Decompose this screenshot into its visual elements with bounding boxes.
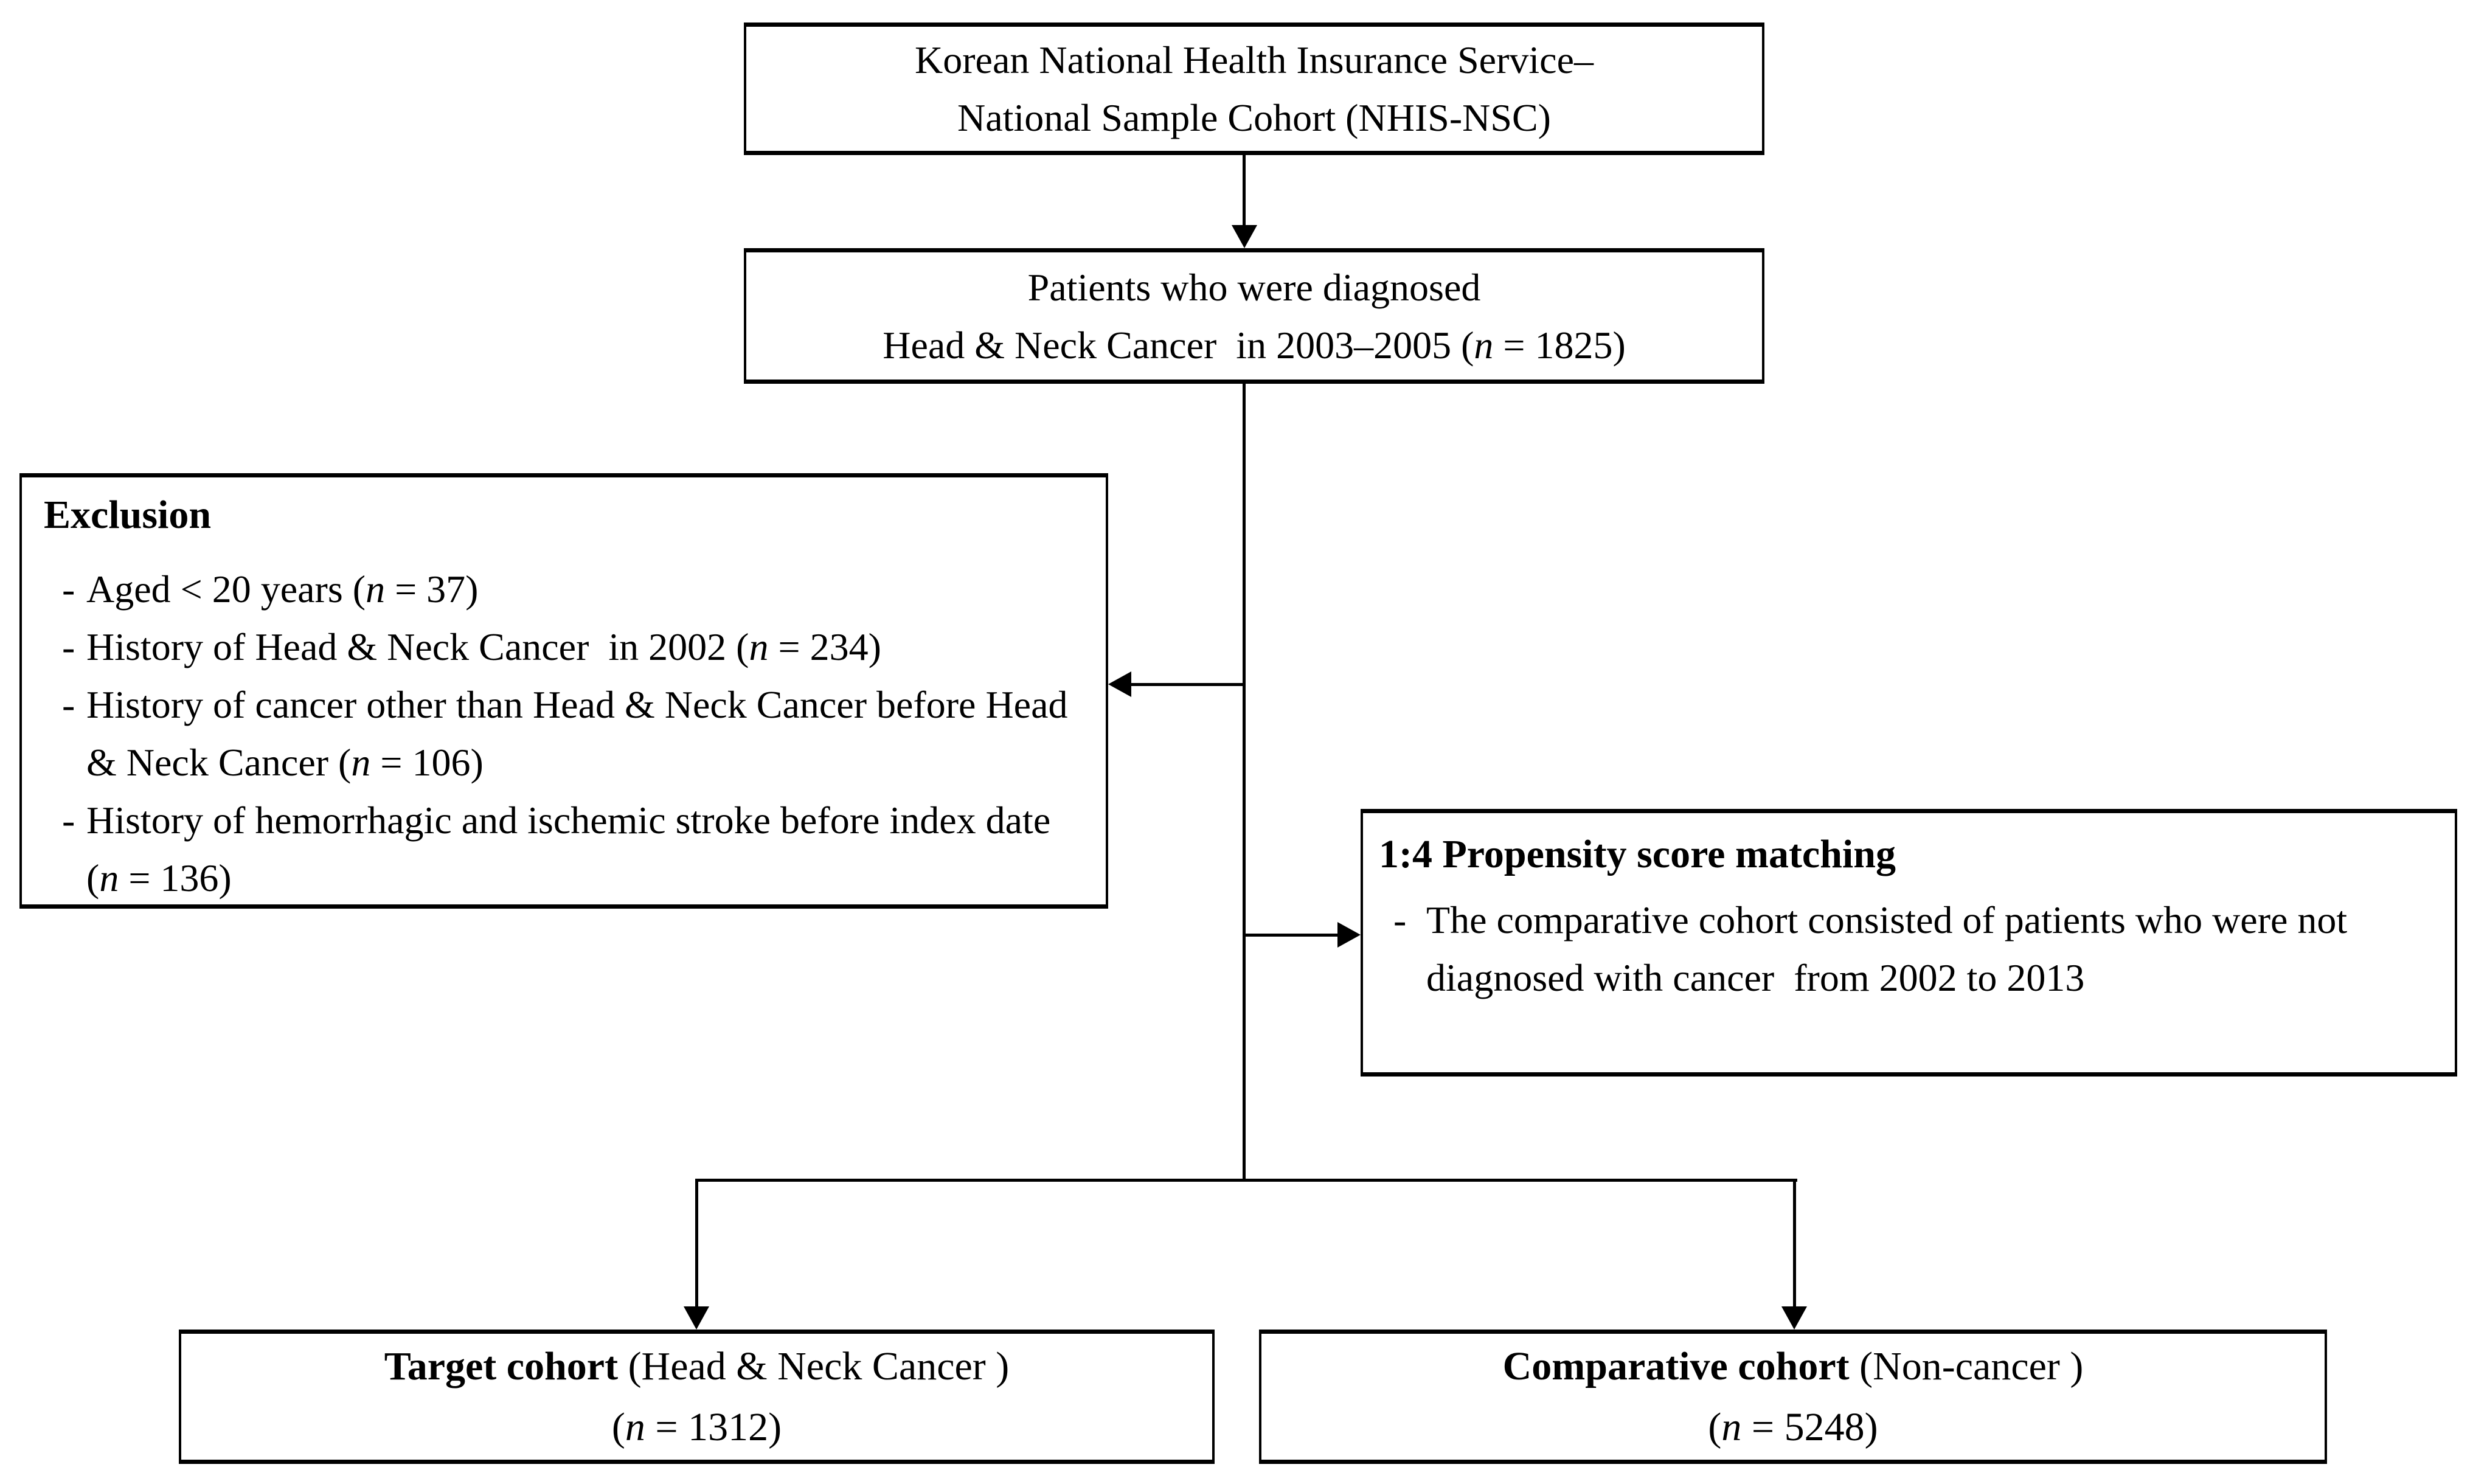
connector-to-matching — [1243, 934, 1339, 937]
arrowhead-down-icon — [684, 1306, 709, 1330]
arrowhead-left-icon — [1108, 671, 1131, 697]
target-cohort-detail: (Head & Neck Cancer ) — [618, 1344, 1010, 1389]
diagnosed-patients-box: Patients who were diagnosed Head & Neck … — [744, 248, 1764, 384]
arrowhead-down-icon — [1232, 225, 1257, 248]
matching-item-text: The comparative cohort consisted of pati… — [1426, 898, 2357, 999]
exclusion-title: Exclusion — [44, 493, 212, 537]
bullet-dash: - — [62, 567, 75, 611]
exclusion-item-text: History of hemorrhagic and ischemic stro… — [86, 791, 1087, 907]
list-item: - History of Head & Neck Cancer in 2002 … — [44, 618, 1087, 676]
item-count: = 106) — [370, 741, 484, 784]
item-n-symbol: n — [749, 625, 769, 668]
comparative-cohort-box: Comparative cohort (Non-cancer ) (n = 52… — [1259, 1330, 2327, 1464]
diagnosed-box-line2: Head & Neck Cancer in 2003–2005 (n = 182… — [883, 316, 1626, 374]
target-n-value: = 1312) — [645, 1404, 782, 1449]
target-box-line2: (n = 1312) — [612, 1397, 782, 1458]
item-text: History of cancer other than Head & Neck… — [86, 683, 1078, 784]
item-n-symbol: n — [351, 741, 371, 784]
item-text: History of hemorrhagic and ischemic stro… — [86, 799, 1061, 900]
item-count: = 234) — [768, 625, 881, 668]
item-count: = 37) — [385, 567, 479, 611]
comparative-box-line1: Comparative cohort (Non-cancer ) — [1503, 1336, 2084, 1397]
arrowhead-right-icon — [1337, 922, 1361, 948]
comparative-n-symbol: n — [1721, 1404, 1742, 1449]
list-item: - The comparative cohort consisted of pa… — [1379, 891, 2434, 1007]
connector-branch-horizontal — [695, 1179, 1797, 1182]
bullet-dash: - — [62, 625, 75, 668]
bullet-dash: - — [62, 799, 75, 842]
comparative-box-line2: (n = 5248) — [1708, 1397, 1878, 1458]
source-cohort-box: Korean National Health Insurance Service… — [744, 23, 1764, 155]
diagnosed-count-value: = 1825) — [1493, 323, 1626, 367]
bullet-dash: - — [62, 683, 75, 726]
bullet-dash: - — [1393, 898, 1407, 941]
target-cohort-label: Target cohort — [384, 1344, 619, 1389]
source-box-line2: National Sample Cohort (NHIS-NSC) — [957, 96, 1551, 139]
list-item: - Aged < 20 years (n = 37) — [44, 560, 1087, 618]
comparative-cohort-detail: (Non-cancer ) — [1849, 1344, 2084, 1389]
exclusion-item-text: History of cancer other than Head & Neck… — [86, 676, 1087, 791]
propensity-matching-box: 1:4 Propensity score matching - The comp… — [1361, 809, 2457, 1077]
connector-branch-right — [1793, 1179, 1796, 1308]
exclusion-item-text: History of Head & Neck Cancer in 2002 (n… — [86, 618, 1087, 676]
diagnosed-count-prefix: Head & Neck Cancer in 2003–2005 ( — [883, 323, 1474, 367]
exclusion-list: - Aged < 20 years (n = 37) - History of … — [44, 560, 1087, 907]
matching-title: 1:4 Propensity score matching — [1379, 832, 1896, 876]
connector-branch-left — [695, 1179, 698, 1308]
diagnosed-n-symbol: n — [1474, 323, 1494, 367]
target-box-line1: Target cohort (Head & Neck Cancer ) — [384, 1336, 1010, 1397]
list-item: - History of cancer other than Head & Ne… — [44, 676, 1087, 791]
comparative-n-value: = 5248) — [1741, 1404, 1878, 1449]
item-text: Aged < 20 years ( — [86, 567, 366, 611]
target-cohort-box: Target cohort (Head & Neck Cancer ) (n =… — [179, 1330, 1215, 1464]
source-box-line1: Korean National Health Insurance Service… — [915, 38, 1594, 81]
arrowhead-down-icon — [1781, 1306, 1807, 1330]
diagnosed-box-line1: Patients who were diagnosed — [1027, 265, 1481, 309]
connector-main-vertical — [1243, 384, 1246, 1182]
item-n-symbol: n — [99, 856, 119, 900]
connector-source-to-diagnosed — [1243, 155, 1246, 229]
item-count: = 136) — [119, 856, 232, 900]
connector-to-exclusion — [1130, 683, 1246, 686]
item-text: History of Head & Neck Cancer in 2002 ( — [86, 625, 749, 668]
target-n-symbol: n — [625, 1404, 645, 1449]
target-n-open: ( — [611, 1404, 625, 1449]
matching-list: - The comparative cohort consisted of pa… — [1379, 891, 2434, 1007]
item-n-symbol: n — [366, 567, 386, 611]
exclusion-item-text: Aged < 20 years (n = 37) — [86, 560, 1087, 618]
exclusion-criteria-box: Exclusion - Aged < 20 years (n = 37) - H… — [19, 473, 1108, 909]
list-item: - History of hemorrhagic and ischemic st… — [44, 791, 1087, 907]
comparative-n-open: ( — [1708, 1404, 1722, 1449]
comparative-cohort-label: Comparative cohort — [1502, 1344, 1850, 1389]
